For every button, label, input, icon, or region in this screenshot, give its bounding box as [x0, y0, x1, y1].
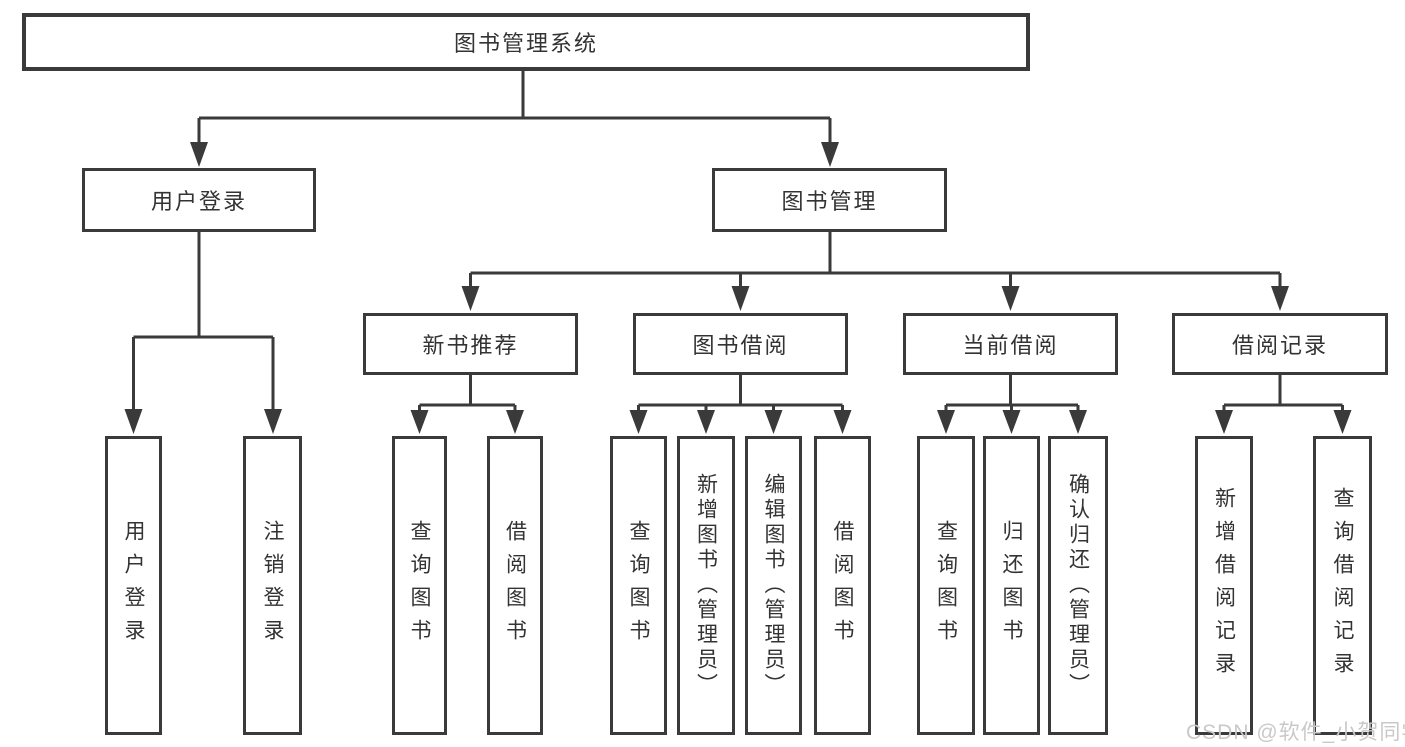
leaf-add-books-admin: 新增图书（管理员）	[677, 436, 735, 735]
leaf-borrow-books-recommend: 借阅图书	[487, 436, 543, 735]
node-new-book-recommendation: 新书推荐	[363, 313, 578, 375]
leaf-return-books: 归还图书	[983, 436, 1040, 735]
leaf-query-books-borrowing: 查询图书	[610, 436, 667, 735]
leaf-query-borrow-record: 查询借阅记录	[1313, 436, 1372, 735]
node-borrowing-records: 借阅记录	[1172, 313, 1388, 375]
leaf-confirm-return-admin: 确认归还（管理员）	[1048, 436, 1108, 735]
leaf-add-borrow-record: 新增借阅记录	[1195, 436, 1253, 735]
node-current-borrowing: 当前借阅	[903, 313, 1118, 375]
leaf-query-books-current: 查询图书	[917, 436, 975, 735]
node-library-system: 图书管理系统	[22, 13, 1030, 71]
leaf-query-books-recommend: 查询图书	[392, 436, 447, 735]
node-book-management: 图书管理	[712, 168, 947, 232]
leaf-logout-login: 注销登录	[243, 436, 302, 735]
leaf-borrow-books-borrowing: 借阅图书	[814, 436, 871, 735]
leaf-edit-books-admin: 编辑图书（管理员）	[745, 436, 802, 735]
node-book-borrowing: 图书借阅	[633, 313, 848, 375]
leaf-user-login: 用户登录	[105, 436, 162, 735]
csdn-watermark: CSDN @软件_小贺同学	[1186, 721, 1405, 744]
node-user-login: 用户登录	[82, 168, 316, 232]
